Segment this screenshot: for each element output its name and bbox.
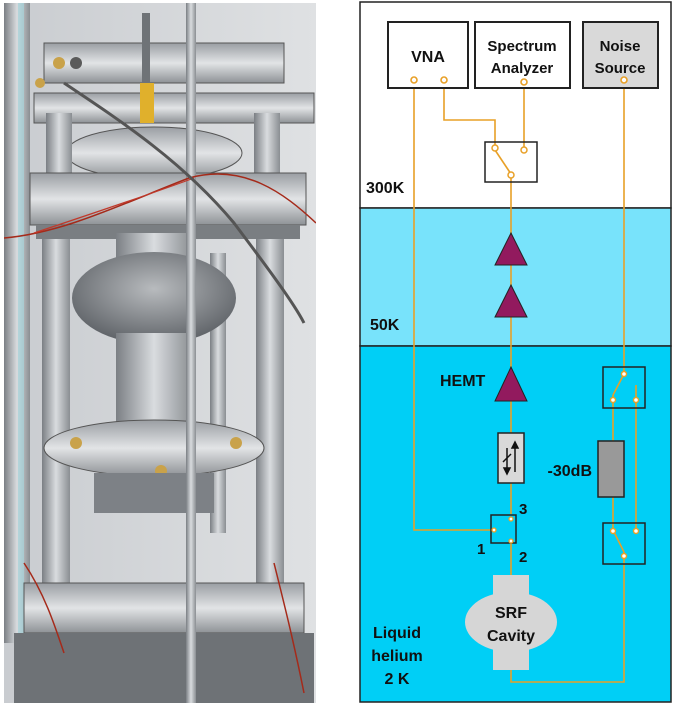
bellows-hose <box>4 3 30 643</box>
support-post <box>42 239 70 599</box>
amplifier-50k-lower <box>494 283 528 318</box>
threaded-rod <box>186 3 196 703</box>
top-plate <box>43 42 285 84</box>
rf-switch-bottom <box>602 522 646 565</box>
spectrum-analyzer-label-line1: Spectrum <box>487 38 556 55</box>
amplifiers <box>494 231 528 402</box>
circulator: 1 2 3 <box>477 501 527 566</box>
wire-vna-to-switch <box>443 80 496 148</box>
noise-source-label-line1: Noise <box>600 38 641 55</box>
amplifier-50k-upper <box>494 231 528 266</box>
spectrum-analyzer-instrument: Spectrum Analyzer <box>474 21 571 89</box>
noise-source-instrument: Noise Source <box>582 21 659 89</box>
vna-label: VNA <box>411 49 445 66</box>
hemt-label: HEMT <box>440 373 486 390</box>
base-plate <box>23 582 305 634</box>
wires <box>413 80 637 683</box>
noise-source-box <box>582 21 659 89</box>
srf-cavity-label-line2: Cavity <box>487 628 535 645</box>
wire-vna-to-circulator <box>413 80 494 531</box>
zone-label-helium-line3: 2 K <box>385 671 410 688</box>
spectrum-analyzer-label-line2: Analyzer <box>491 60 554 77</box>
noise-source-label-line2: Source <box>595 60 646 77</box>
support-post <box>256 239 284 599</box>
zone-label-50k: 50K <box>370 317 400 334</box>
zone-label-300k: 300K <box>366 180 405 197</box>
vna-instrument: VNA <box>387 21 469 89</box>
circulator-port-3: 3 <box>519 501 527 518</box>
srf-cavity-label-line1: SRF <box>495 605 527 622</box>
hemt-amplifier <box>494 365 528 402</box>
circulator-port-1: 1 <box>477 541 485 558</box>
middle-plate <box>29 172 307 226</box>
isolator <box>497 432 525 484</box>
spectrum-analyzer-box <box>474 21 571 89</box>
rf-switch-top <box>602 366 646 409</box>
wire-cavity-to-switch <box>510 552 625 683</box>
srf-cavity: SRF Cavity <box>465 575 557 670</box>
attenuator: -30dB <box>548 440 625 498</box>
isolator-arrows-icon <box>502 440 520 476</box>
vna-box <box>387 21 469 89</box>
zone-label-helium-line2: helium <box>371 648 423 665</box>
attenuator-label: -30dB <box>548 463 592 480</box>
circulator-port-2: 2 <box>519 549 527 566</box>
rf-switch-300k <box>484 141 538 183</box>
zone-label-helium-line1: Liquid <box>373 625 421 642</box>
test-stand-photo <box>4 3 316 703</box>
port-markers <box>410 76 628 86</box>
zone-50k <box>359 207 672 347</box>
